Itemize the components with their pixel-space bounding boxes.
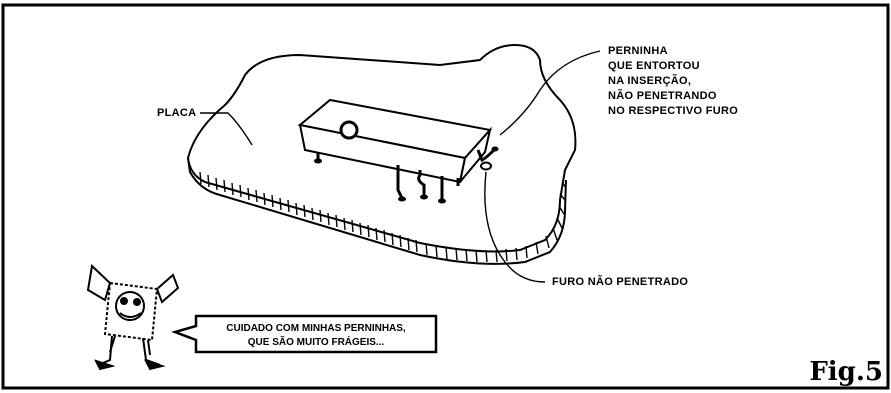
ic-chip [297,98,499,204]
hole-leader [484,171,546,283]
bent-leg-note: PERNINHA QUE ENTORTOU NA INSERÇÃO, NÃO P… [608,44,738,119]
bent-leg-note-line: PERNINHA [608,45,668,57]
speech-bubble-line: QUE SÃO MUITO FRÁGEIS... [247,337,385,348]
speech-bubble-line: CUIDADO COM MINHAS PERNINHAS, [226,323,406,334]
bent-leg-note-line: NÃO PENETRANDO [608,90,717,102]
ic-mascot-icon [86,263,180,371]
figure-border [1,3,890,390]
bent-leg-note-line: NA INSERÇÃO, [608,75,692,87]
bent-leg-note-line: QUE ENTORTOU [608,60,700,72]
placa-label: PLACA [157,107,197,119]
figure-label: Fig.5 [809,357,883,387]
speech-bubble-text: CUIDADO COM MINHAS PERNINHAS, QUE SÃO MU… [200,322,432,350]
placa-leader [200,112,253,146]
bent-leg [476,148,496,163]
bent-leg-note-line: NO RESPECTIVO FURO [608,105,739,117]
pin1-notch [339,120,359,140]
speech-bubble [171,314,438,354]
hole-label: FURO NÃO PENETRADO [552,276,689,288]
empty-hole [480,161,492,171]
bent-leg-leader [499,50,601,136]
